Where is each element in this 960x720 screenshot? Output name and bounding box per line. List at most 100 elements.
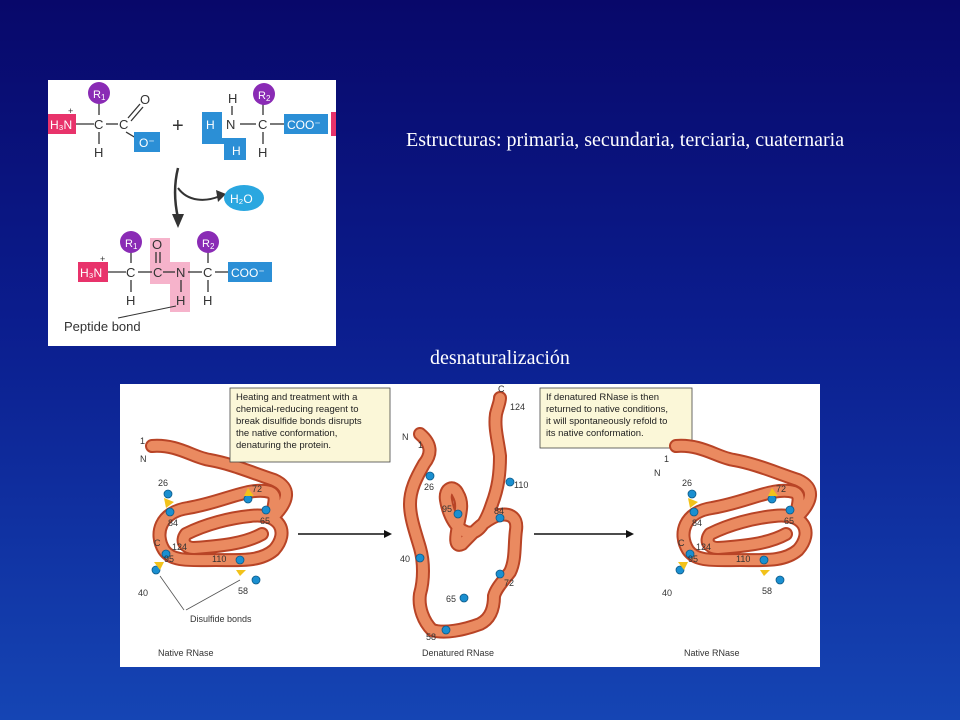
disulfide-label: Disulfide bonds [190, 614, 252, 624]
native-residue-26-right: 26 [682, 478, 692, 488]
amine-h-top: H [228, 91, 237, 106]
native-label-right: Native RNase [684, 648, 740, 658]
native-residue-40-right: 40 [662, 588, 672, 598]
native-residue-124-right: 124 [696, 542, 711, 552]
plus-1: + [68, 106, 73, 116]
denatured-label: Denatured RNase [422, 648, 494, 658]
denatured-residue-1: 1 [418, 440, 423, 450]
native-chain-right: N 1 26 72 84 65 C 124 95 110 40 58 Nativ… [654, 446, 810, 658]
slide-heading: Estructuras: primaria, secundaria, terci… [406, 129, 845, 151]
water-molecule [224, 185, 264, 211]
native-terminus-n-right: N [654, 468, 661, 478]
carboxylate-box-2 [228, 262, 272, 282]
carbonyl-carbon-2: C [153, 265, 162, 280]
native-residue-110-right: 110 [736, 554, 750, 564]
native-residue-40-left: 40 [138, 588, 148, 598]
alpha-carbon-3: C [126, 265, 135, 280]
native-residue-1-left: 1 [140, 436, 145, 446]
denatured-terminus-n: N [402, 432, 409, 442]
native-residue-58-left: 58 [238, 586, 248, 596]
amino-group-box-1 [48, 114, 76, 134]
water-source-box [202, 112, 246, 160]
amide-hydrogen: H [176, 293, 185, 308]
alpha-carbon-1: C [94, 117, 103, 132]
native-label-left: Native RNase [158, 648, 214, 658]
native-terminus-c-right: C [678, 538, 685, 548]
amine-nitrogen: N [226, 117, 235, 132]
amino-group-box-2 [78, 262, 108, 282]
rnase-denaturation-figure: N 1 26 72 84 65 C 124 95 110 40 58 Disul… [120, 384, 820, 667]
native-terminus-n-left: N [140, 454, 147, 464]
carboxylate-1: COO⁻ [287, 118, 321, 132]
native-cysteines-left [151, 489, 271, 585]
alpha-carbon-2: C [258, 117, 267, 132]
disulfide-bonds-left [154, 488, 254, 576]
native-residue-84-left: 84 [168, 518, 178, 528]
slide-caption: desnaturalización [430, 347, 570, 369]
r1-circle [88, 82, 110, 104]
alpha-carbon-4: C [203, 265, 212, 280]
oxygen-1: O [140, 92, 150, 107]
denatured-residue-72: 72 [504, 578, 514, 588]
native-residue-1-right: 1 [664, 454, 669, 464]
hydrogen-2: H [258, 145, 267, 160]
r2-label-2: R2 [202, 238, 215, 251]
native-residue-95-right: 95 [688, 554, 698, 564]
native-residue-110-left: 110 [212, 554, 226, 564]
o-minus-box [134, 132, 160, 152]
r2-circle [253, 83, 275, 105]
denatured-cysteines [415, 471, 515, 635]
hydrogen-4: H [203, 293, 212, 308]
peptide-bond-figure: H₃N + C H R1 C O O⁻ + H H N H C H R2 COO… [48, 80, 336, 346]
denatured-residue-26: 26 [424, 482, 434, 492]
amine-hydrogen-2: H [232, 144, 241, 158]
oxygen-2: O [152, 237, 162, 252]
native-residue-65-left: 65 [260, 516, 270, 526]
denatured-residue-65: 65 [446, 594, 456, 604]
amino-group-2: H₃N [80, 266, 102, 280]
plus-sign: + [172, 115, 184, 137]
r1-circle-2 [120, 231, 142, 253]
o-minus: O⁻ [139, 136, 155, 150]
denatured-residue-124: 124 [510, 402, 525, 412]
amine-hydrogen: H [206, 118, 215, 132]
info-box-denature-text: Heating and treatment with a chemical-re… [236, 392, 364, 451]
r2-label: R2 [258, 90, 271, 103]
denatured-residue-110: 110 [514, 480, 528, 490]
arrow-refold [626, 530, 634, 538]
native-residue-124-left: 124 [172, 542, 187, 552]
carboxylate-box-1 [284, 114, 328, 134]
denatured-residue-95: 95 [442, 504, 452, 514]
native-residue-26-left: 26 [158, 478, 168, 488]
hydrogen-3: H [126, 293, 135, 308]
r1-label: R1 [93, 89, 106, 102]
plus-2: + [100, 254, 105, 264]
arrow-denature [384, 530, 392, 538]
peptide-bond-diagram: H₃N + C H R1 C O O⁻ + H H N H C H R2 COO… [48, 82, 336, 334]
r2-circle-2 [197, 231, 219, 253]
hydrogen-1: H [94, 145, 103, 160]
info-box-refold-text: If denatured RNase is then returned to n… [546, 392, 671, 439]
native-residue-58-right: 58 [762, 586, 772, 596]
native-residue-72-right: 72 [776, 484, 786, 494]
denatured-residue-58: 58 [426, 632, 436, 642]
native-terminus-c-left: C [154, 538, 161, 548]
native-residue-72-left: 72 [252, 484, 262, 494]
r1-label-2: R1 [125, 238, 138, 251]
native-residue-95-left: 95 [164, 554, 174, 564]
denatured-terminus-c: C [498, 384, 505, 394]
native-residue-84-right: 84 [692, 518, 702, 528]
denatured-residue-40: 40 [400, 554, 410, 564]
info-box-denature [229, 387, 391, 463]
peptide-bond-label: Peptide bond [64, 319, 141, 334]
denatured-chain [402, 391, 524, 639]
native-residue-65-right: 65 [784, 516, 794, 526]
water-label: H₂O [230, 192, 253, 206]
carboxylate-2: COO⁻ [231, 266, 265, 280]
amide-nitrogen: N [176, 265, 185, 280]
rnase-diagram: N 1 26 72 84 65 C 124 95 110 40 58 Disul… [138, 384, 820, 658]
info-box-refold [539, 387, 693, 449]
amino-group-1: H₃N [50, 118, 72, 132]
carbonyl-carbon-1: C [119, 117, 128, 132]
denatured-residue-84: 84 [494, 506, 504, 516]
